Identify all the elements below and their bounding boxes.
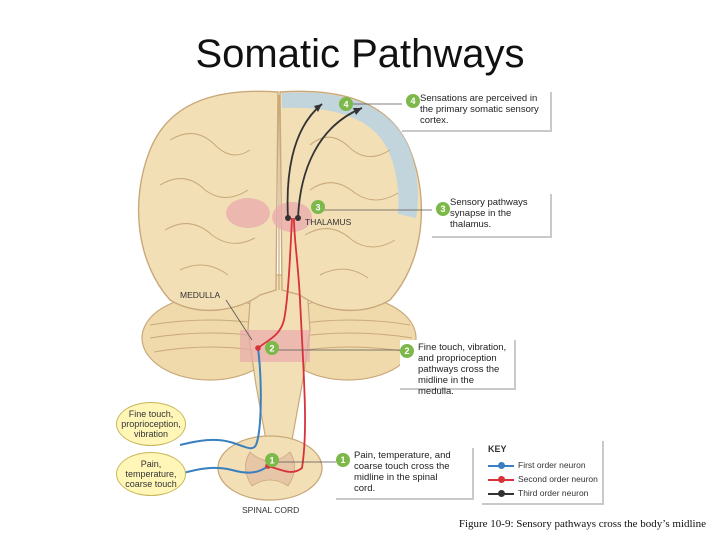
step-3-badge: 3 — [436, 202, 450, 216]
third-order-dot — [498, 490, 505, 497]
slide-title: Somatic Pathways — [195, 32, 525, 76]
key-third-order-label: Third order neuron — [518, 488, 589, 498]
input-fine-touch-bubble: Fine touch, proprioception, vibration — [116, 402, 186, 446]
step-3-text: Sensory pathways synapse in the thalamus… — [450, 197, 528, 230]
second-order-neuron-a — [257, 217, 293, 349]
third-order-neuron-a — [286, 103, 323, 219]
step-2-text: Fine touch, vibration, and proprioceptio… — [418, 342, 507, 397]
figure-step-badges: 4 3 2 1 — [265, 97, 353, 467]
input-pain-text: Pain, temperature, coarse touch — [125, 459, 177, 489]
callout-step-4: 4 Sensations are perceived in the primar… — [402, 92, 552, 132]
callout-step-1: 1 Pain, temperature, and coarse touch cr… — [336, 448, 474, 500]
step-1-text: Pain, temperature, and coarse touch cros… — [354, 450, 451, 494]
first-order-neuron-upper — [179, 347, 262, 450]
callout-step-3: 3 Sensory pathways synapse in the thalam… — [432, 194, 552, 238]
spinal-cord-section — [217, 435, 323, 501]
sensory-cortex-highlight — [282, 92, 418, 218]
first-order-neuron-lower — [179, 465, 269, 475]
thalamus-zone-right — [272, 202, 312, 232]
second-order-neuron-b — [267, 217, 306, 473]
cerebrum — [137, 90, 423, 311]
spinal-cord-label: SPINAL CORD — [242, 505, 300, 515]
svg-text:3: 3 — [315, 203, 320, 213]
thalamus-zone-left — [226, 198, 270, 228]
input-fine-touch-text: Fine touch, proprioception, vibration — [121, 409, 181, 439]
key-second-order-label: Second order neuron — [518, 474, 598, 484]
key-title: KEY — [488, 444, 507, 454]
thalamus-label: THALAMUS — [305, 217, 352, 227]
callout-step-2: 2 Fine touch, vibration, and propriocept… — [400, 340, 516, 397]
key-legend: KEY First order neuron Second order neur… — [482, 441, 604, 505]
third-order-neuron-b — [297, 107, 363, 219]
input-pain-bubble: Pain, temperature, coarse touch — [116, 452, 186, 496]
step-4-badge: 4 — [406, 94, 420, 108]
key-row-third-order: Third order neuron — [488, 488, 602, 500]
second-order-dot — [498, 476, 505, 483]
step-2-badge: 2 — [400, 344, 414, 358]
key-first-order-label: First order neuron — [518, 460, 586, 470]
figure-caption: Figure 10-9: Sensory pathways cross the … — [458, 518, 706, 530]
svg-text:1: 1 — [269, 456, 274, 466]
step-1-badge: 1 — [336, 453, 350, 467]
svg-text:4: 4 — [343, 100, 348, 110]
first-order-dot — [498, 462, 505, 469]
key-row-first-order: First order neuron — [488, 460, 602, 472]
step-4-text: Sensations are perceived in the primary … — [420, 93, 539, 126]
medulla-label: MEDULLA — [180, 290, 221, 300]
svg-text:2: 2 — [269, 344, 274, 354]
leader-lines — [225, 103, 432, 463]
key-row-second-order: Second order neuron — [488, 474, 602, 486]
